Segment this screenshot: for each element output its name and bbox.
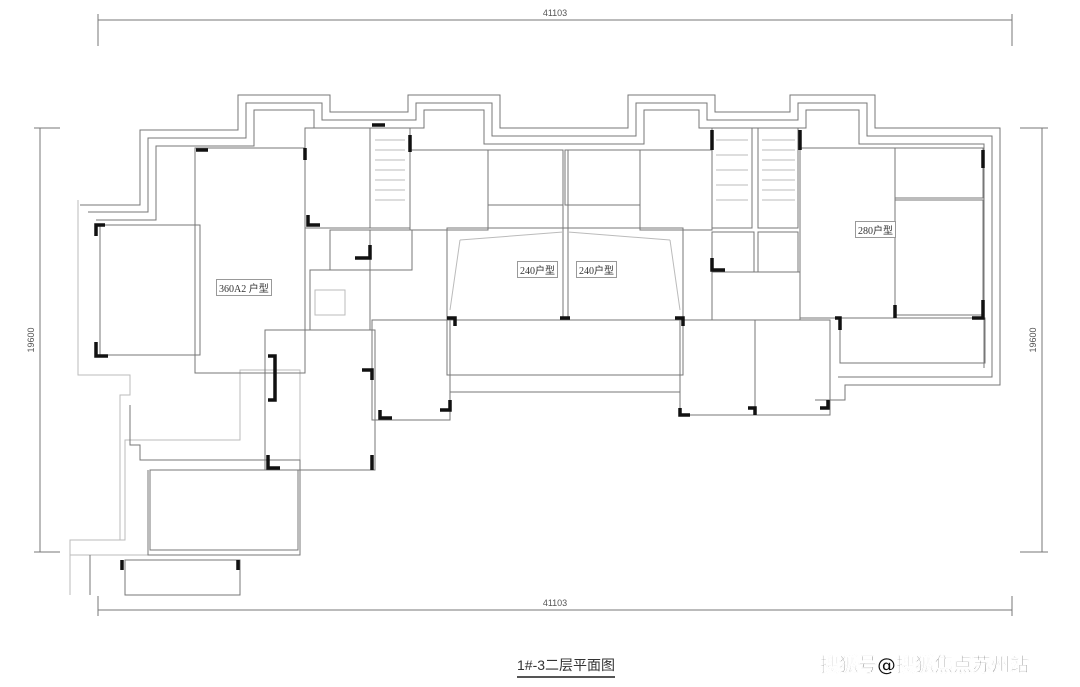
- watermark: 搜狐号@搜狐焦点苏州站: [820, 654, 1030, 677]
- right-dimension-label: 19600: [1028, 327, 1038, 352]
- top-dimension-label: 41103: [543, 8, 567, 18]
- bottom-dimension-label: 41103: [543, 598, 567, 608]
- drawing-title: 1#-3二层平面图: [517, 655, 616, 678]
- stairs: [314, 139, 795, 316]
- unit-label-240-right: 240户型: [576, 261, 617, 278]
- unit-label-240-left: 240户型: [517, 261, 558, 278]
- dimension-lines: [34, 14, 1048, 616]
- structural-walls: [94, 123, 985, 570]
- room-lines: [99, 127, 986, 596]
- left-dimension-label: 19600: [26, 327, 36, 352]
- building-outline: [69, 94, 1001, 595]
- unit-label-360a2: 360A2 户型: [216, 279, 272, 296]
- unit-label-280: 280户型: [855, 221, 896, 238]
